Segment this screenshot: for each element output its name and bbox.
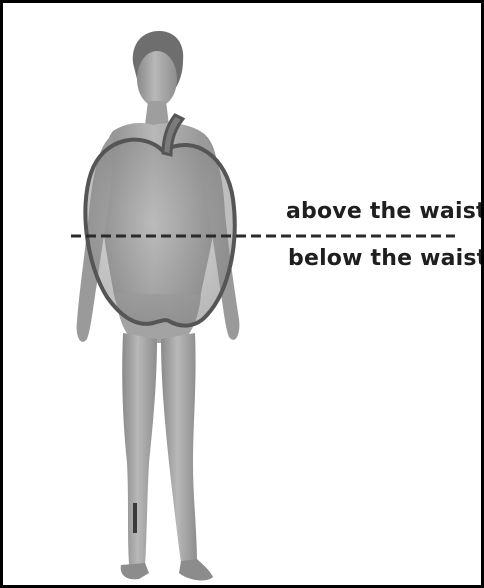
left-leg — [122, 333, 157, 567]
head — [137, 51, 177, 107]
above-the-waist-label: above the waist — [286, 199, 484, 224]
apple-body — [85, 140, 234, 326]
neck — [145, 101, 169, 125]
shin-shadow — [133, 503, 137, 533]
right-foot — [179, 559, 213, 580]
below-the-waist-label: below the waist — [288, 246, 484, 271]
body-shape-illustration — [3, 3, 481, 585]
right-leg — [161, 333, 197, 563]
left-foot — [121, 563, 149, 579]
